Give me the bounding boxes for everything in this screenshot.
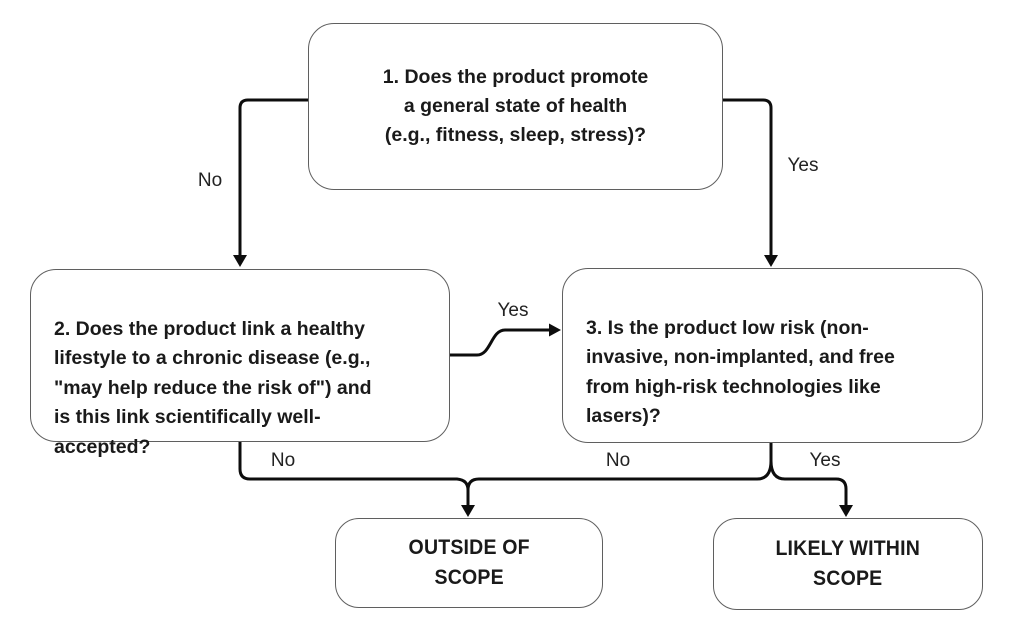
edge-label-q1-yes: Yes bbox=[787, 155, 819, 176]
node-question-2-text: 2. Does the product link a healthy lifes… bbox=[54, 317, 372, 458]
edge-q1-q3 bbox=[723, 98, 773, 255]
arrowhead-outside bbox=[461, 505, 475, 517]
arrowhead-within bbox=[839, 505, 853, 517]
node-question-1-promote-health: 1. Does the product promote a general st… bbox=[308, 23, 723, 190]
edge-label-q1-no: No bbox=[197, 170, 223, 191]
node-question-1-text: 1. Does the product promote a general st… bbox=[382, 66, 649, 146]
node-question-3-low-risk: 3. Is the product low risk (non- invasiv… bbox=[562, 268, 983, 443]
edge-label-q2-no: No bbox=[270, 450, 296, 471]
edge-label-q2-yes: Yes bbox=[497, 300, 529, 321]
edge-q1-q2 bbox=[238, 98, 308, 255]
edge-q3-within bbox=[769, 443, 848, 505]
node-question-2-chronic-disease-link: 2. Does the product link a healthy lifes… bbox=[30, 269, 450, 458]
node-result-outside-of-scope: OUTSIDE OF SCOPE bbox=[335, 518, 603, 608]
arrowhead-q3-left bbox=[549, 323, 561, 337]
arrowhead-q3-top bbox=[764, 255, 778, 267]
edge-label-q3-no: No bbox=[605, 450, 631, 471]
node-within-text: LIKELY WITHIN SCOPE bbox=[775, 536, 921, 591]
edge-q2-q3 bbox=[450, 328, 549, 357]
node-outside-text: OUTSIDE OF SCOPE bbox=[408, 535, 530, 590]
node-result-likely-within-scope: LIKELY WITHIN SCOPE bbox=[713, 518, 983, 610]
edge-label-q3-yes: Yes bbox=[809, 450, 841, 471]
arrowhead-q2 bbox=[233, 255, 247, 267]
node-question-3-text: 3. Is the product low risk (non- invasiv… bbox=[586, 316, 895, 428]
